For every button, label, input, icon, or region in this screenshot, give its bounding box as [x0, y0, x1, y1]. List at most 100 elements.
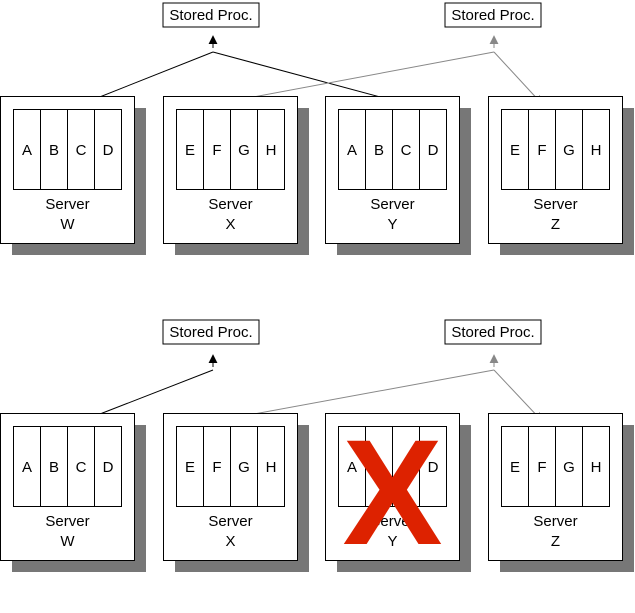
partition-label: G [238, 142, 250, 159]
stored-proc-box-right: Stored Proc. [444, 319, 542, 345]
partition-cell [176, 109, 204, 190]
partition-label: F [212, 459, 221, 476]
server-label: Server [208, 196, 252, 213]
partition-label: B [374, 142, 384, 159]
arrow-to-server-w [81, 369, 214, 423]
partition-cell [203, 426, 231, 507]
partition-cell [203, 109, 231, 190]
stored-proc-box-right: Stored Proc. [444, 2, 542, 28]
partition-label: F [537, 459, 546, 476]
partition-cell [338, 426, 366, 507]
arrows-left-proc [81, 35, 407, 107]
partition-label: D [103, 142, 114, 159]
partition-label: F [537, 142, 546, 159]
server-label: Server [533, 196, 577, 213]
arrow-to-server-z [493, 51, 543, 105]
partition-label: E [185, 459, 195, 476]
server-name: X [225, 533, 235, 550]
arrow-to-server-x [215, 51, 495, 107]
stored-proc-label: Stored Proc. [451, 324, 534, 341]
stored-proc-box-left: Stored Proc. [162, 2, 260, 28]
partition-label: E [185, 142, 195, 159]
server-name: W [60, 533, 75, 550]
server-name: Z [551, 533, 560, 550]
server-label: Server [45, 196, 89, 213]
partition-label: D [428, 459, 439, 476]
partition-label: D [103, 459, 114, 476]
arrow-to-server-y [212, 51, 407, 107]
partition-cell [555, 426, 583, 507]
partition-label: F [212, 142, 221, 159]
partition-cell [419, 426, 447, 507]
server-label: Server [533, 513, 577, 530]
partition-label: A [22, 142, 32, 159]
partition-cell [67, 109, 95, 190]
server-label: Server [208, 513, 252, 530]
server-label: Server [370, 196, 414, 213]
stored-proc-label: Stored Proc. [451, 7, 534, 24]
partition-label: G [238, 459, 250, 476]
arrows-right-proc [215, 35, 543, 107]
partition-label: C [401, 142, 412, 159]
arrows-right-proc [215, 354, 543, 424]
partition-label: E [510, 142, 520, 159]
failure-x-mark: X [342, 408, 442, 576]
partition-cell [230, 426, 258, 507]
partition-label: C [401, 459, 412, 476]
partition-cell [555, 109, 583, 190]
partition-label: D [428, 142, 439, 159]
partition-cell [419, 109, 447, 190]
partition-label: E [510, 459, 520, 476]
server-label: Server [45, 513, 89, 530]
server-name: X [225, 216, 235, 233]
partition-cell [392, 426, 420, 507]
server-name: Y [387, 533, 397, 550]
server-name: Y [387, 216, 397, 233]
partition-cell [40, 109, 68, 190]
stored-proc-box-left: Stored Proc. [162, 319, 260, 345]
partition-cell [176, 426, 204, 507]
partition-cell [230, 109, 258, 190]
partition-cell [257, 109, 285, 190]
partition-label: B [374, 459, 384, 476]
server-label: Server [370, 513, 414, 530]
partition-cell [582, 109, 610, 190]
partition-label: B [49, 459, 59, 476]
partition-cell [582, 426, 610, 507]
partition-cell [528, 109, 556, 190]
partition-cell [13, 109, 41, 190]
partition-label: C [76, 142, 87, 159]
partition-cell [67, 426, 95, 507]
partition-cell [501, 109, 529, 190]
partition-cell [365, 426, 393, 507]
stored-proc-label: Stored Proc. [169, 7, 252, 24]
arrows-left-proc [81, 354, 218, 423]
server-name: W [60, 216, 75, 233]
partition-label: H [266, 459, 277, 476]
partition-label: G [563, 459, 575, 476]
arrow-to-server-x [215, 369, 495, 424]
partition-cell [94, 426, 122, 507]
partition-label: H [591, 142, 602, 159]
partition-label: C [76, 459, 87, 476]
partition-cell [501, 426, 529, 507]
server-name: Z [551, 216, 560, 233]
partition-label: A [22, 459, 32, 476]
partition-label: G [563, 142, 575, 159]
